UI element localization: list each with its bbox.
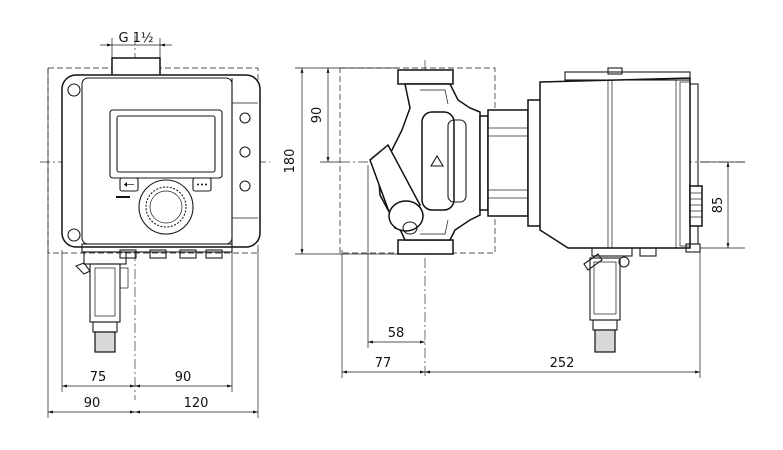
top-pipe-connection [111,57,161,77]
impeller-housing [421,111,455,211]
thread-size-label: G 1½ [118,31,153,46]
sensor-connector [75,251,129,353]
dimension-75: 75 [90,370,107,385]
display-screen [116,115,216,173]
control-housing [61,74,261,248]
pipe-bottom [397,239,454,255]
dimension-85: 85 [711,197,726,214]
dimension-252: 252 [550,356,575,371]
side-sensor-connector [583,247,657,353]
dimension-120: 120 [184,396,209,411]
dimension-180: 180 [283,149,298,174]
control-knob-icon [138,179,194,235]
dimension-77: 77 [375,356,392,371]
dimension-58: 58 [388,326,405,341]
motor-housing [539,77,691,249]
display-frame [109,109,223,179]
dimension-90-lower: 90 [84,396,101,411]
screw-icon [67,83,251,242]
dimension-90-height: 90 [310,107,325,124]
side-view: 180 90 85 58 77 252 [283,60,745,378]
coupling-adapter [487,109,529,217]
context-button-icon [192,177,212,192]
dimension-90-upper: 90 [175,370,192,385]
back-button-icon [119,177,139,192]
flow-direction-icon [430,154,444,167]
pipe-top [397,69,454,85]
front-view: G 1½ 75 90 90 120 [40,31,270,418]
cable-glands [81,243,233,259]
dial-stack-icon [689,185,703,227]
